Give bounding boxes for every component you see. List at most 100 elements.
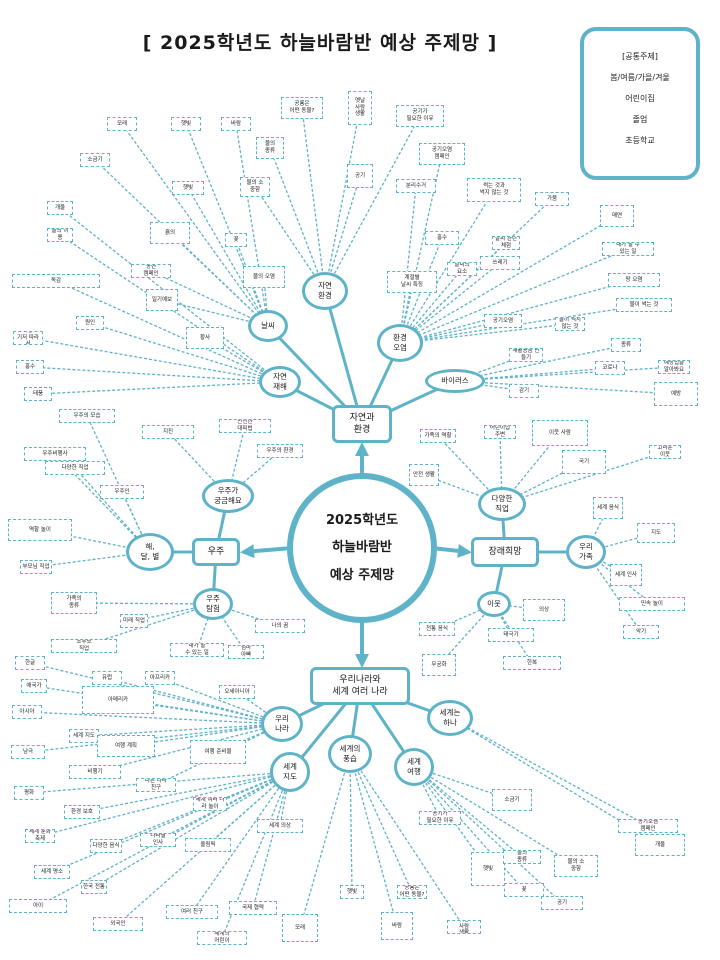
leaf-topic: 세계 인사 <box>610 564 642 586</box>
connector-line <box>35 551 151 568</box>
connector-line <box>196 603 214 651</box>
leaf-topic: 세계 음식 <box>593 497 623 519</box>
connector-line <box>73 602 214 605</box>
leaf-topic: 썩는 것과 썩지 않는 것 <box>467 178 521 202</box>
connector-line <box>438 603 495 666</box>
leaf-topic: 햇빛 <box>171 117 201 131</box>
leaf-topic: 날씨의 요소 <box>447 262 477 276</box>
connector-line <box>74 467 151 553</box>
leaf-topic: 바람 <box>381 912 413 940</box>
arrow-head <box>240 544 255 559</box>
leaf-topic: 물의 소 중함 <box>240 177 270 197</box>
main-topic: 우리나라와 세계 여러 나라 <box>310 667 410 705</box>
leaf-topic: 개울 <box>47 201 73 215</box>
leaf-topic: 비행기 <box>69 765 121 779</box>
leaf-topic: 날씨 관련 체험 <box>492 236 520 250</box>
leaf-topic: 세계의 어린이 <box>197 931 247 945</box>
connector-line <box>93 771 291 888</box>
sub-topic: 세계의 풍습 <box>328 735 372 773</box>
sub-topic: 우리 가족 <box>566 535 606 569</box>
leaf-topic: 물의 오염 <box>243 266 285 288</box>
leaf-topic: 홍수 <box>425 231 459 245</box>
leaf-topic: 재활용품 만들기 <box>509 348 543 362</box>
connector-line <box>155 723 283 786</box>
leaf-topic: 햇빛 <box>172 181 204 195</box>
leaf-topic: 세계 의상 <box>257 819 303 833</box>
leaf-topic: 독감 <box>12 274 100 288</box>
sub-topic: 자연 재해 <box>259 366 301 398</box>
connector-line <box>501 451 666 505</box>
leaf-topic: 태극기 <box>488 628 534 642</box>
connector-line <box>27 723 283 753</box>
leaf-topic: 공기오염 캠페인 <box>419 143 465 165</box>
leaf-topic: 예방 <box>654 382 698 406</box>
leaf-topic: 한복 <box>503 656 561 670</box>
connector-line <box>121 123 269 327</box>
leaf-topic: 의상 <box>523 599 565 621</box>
sub-topic: 우리 나라 <box>261 706 303 742</box>
connector-line <box>55 280 281 383</box>
arrow-head <box>355 442 369 456</box>
leaf-topic: 옛날 사람 생활 <box>348 91 372 125</box>
leaf-topic: 악기 <box>623 625 659 639</box>
connector-line <box>324 175 361 292</box>
leaf-topic: 엄마 아빠 <box>228 645 264 659</box>
leaf-topic: 공룡은 어떤 동물? <box>281 97 323 119</box>
leaf-topic: 코로나 <box>595 361 625 375</box>
leaf-topic: 내가 할 수 있는 일 <box>602 242 654 256</box>
leaf-topic: 오세아니아 <box>219 685 255 699</box>
leaf-topic: 아이 <box>9 899 67 913</box>
connector-line <box>105 771 291 847</box>
leaf-topic: 우주의 환경 <box>257 444 303 458</box>
connector-line <box>51 771 291 873</box>
main-topic: 장래희망 <box>471 537 539 567</box>
leaf-topic: 여행 계획 <box>97 735 155 757</box>
sub-topic: 우주가 궁금해요 <box>202 479 254 513</box>
leaf-topic: 홍수 <box>16 360 44 374</box>
leaf-topic: 물이 썩지 않는 것 <box>555 317 585 331</box>
leaf-topic: 종류 <box>611 338 641 352</box>
leaf-topic: 아시아 <box>12 705 42 719</box>
main-topic: 자연과 환경 <box>332 405 392 443</box>
leaf-topic: 물의 이 용 <box>47 228 73 242</box>
leaf-topic: 미래 직업 <box>120 614 148 628</box>
connector-line <box>449 717 661 846</box>
leaf-topic: 안전 생활 <box>409 464 439 486</box>
connector-line <box>252 771 291 909</box>
leaf-topic: 매연 <box>600 205 634 227</box>
leaf-topic: 전통 음식 <box>419 622 455 636</box>
connector-line <box>94 723 283 773</box>
center-topic: 2025학년도 하늘바람반 예상 주제망 <box>287 473 437 623</box>
connector-line <box>106 677 283 725</box>
connector-line <box>454 344 627 382</box>
main-topic: 우주 <box>192 538 240 566</box>
leaf-topic: 물이 썩는 것 <box>616 298 672 312</box>
connector-line <box>29 662 283 725</box>
connector-line <box>454 380 677 395</box>
leaf-topic: 지진 <box>142 425 194 439</box>
connector-line <box>299 753 351 929</box>
leaf-topic: 개울 <box>635 834 685 856</box>
leaf-topic: 우주인 <box>100 485 144 499</box>
connector-line <box>161 299 269 327</box>
connector-line <box>83 603 214 647</box>
leaf-topic: 여행 준비물 <box>190 740 246 764</box>
leaf-topic: 공기 <box>347 164 373 188</box>
leaf-topic: 햇빛 <box>340 885 364 899</box>
leaf-topic: 이웃 사람 <box>532 420 588 446</box>
leaf-topic: 공룡은 어떤 동물? <box>397 885 427 899</box>
sub-topic: 세계 여행 <box>394 748 434 786</box>
leaf-topic: 국기 <box>562 450 606 474</box>
common-topics-legend: [공통주제] 봄/여름/가을/겨울 어린이집 졸업 초등학교 <box>580 27 700 180</box>
connector-line <box>399 215 618 344</box>
leaf-topic: 올림픽 <box>185 838 231 852</box>
sub-topic: 세계는 하나 <box>427 700 473 736</box>
connector-line <box>323 290 364 425</box>
leaf-topic: 공기 <box>541 896 583 910</box>
connector-line <box>413 766 525 891</box>
leaf-topic: 물의 종류 <box>503 850 541 864</box>
connector-line <box>169 232 269 327</box>
leaf-topic: 어린이집 주변 <box>484 425 516 439</box>
leaf-topic: 모래 <box>107 117 137 131</box>
leaf-topic: 나의 꿈 <box>255 619 305 633</box>
